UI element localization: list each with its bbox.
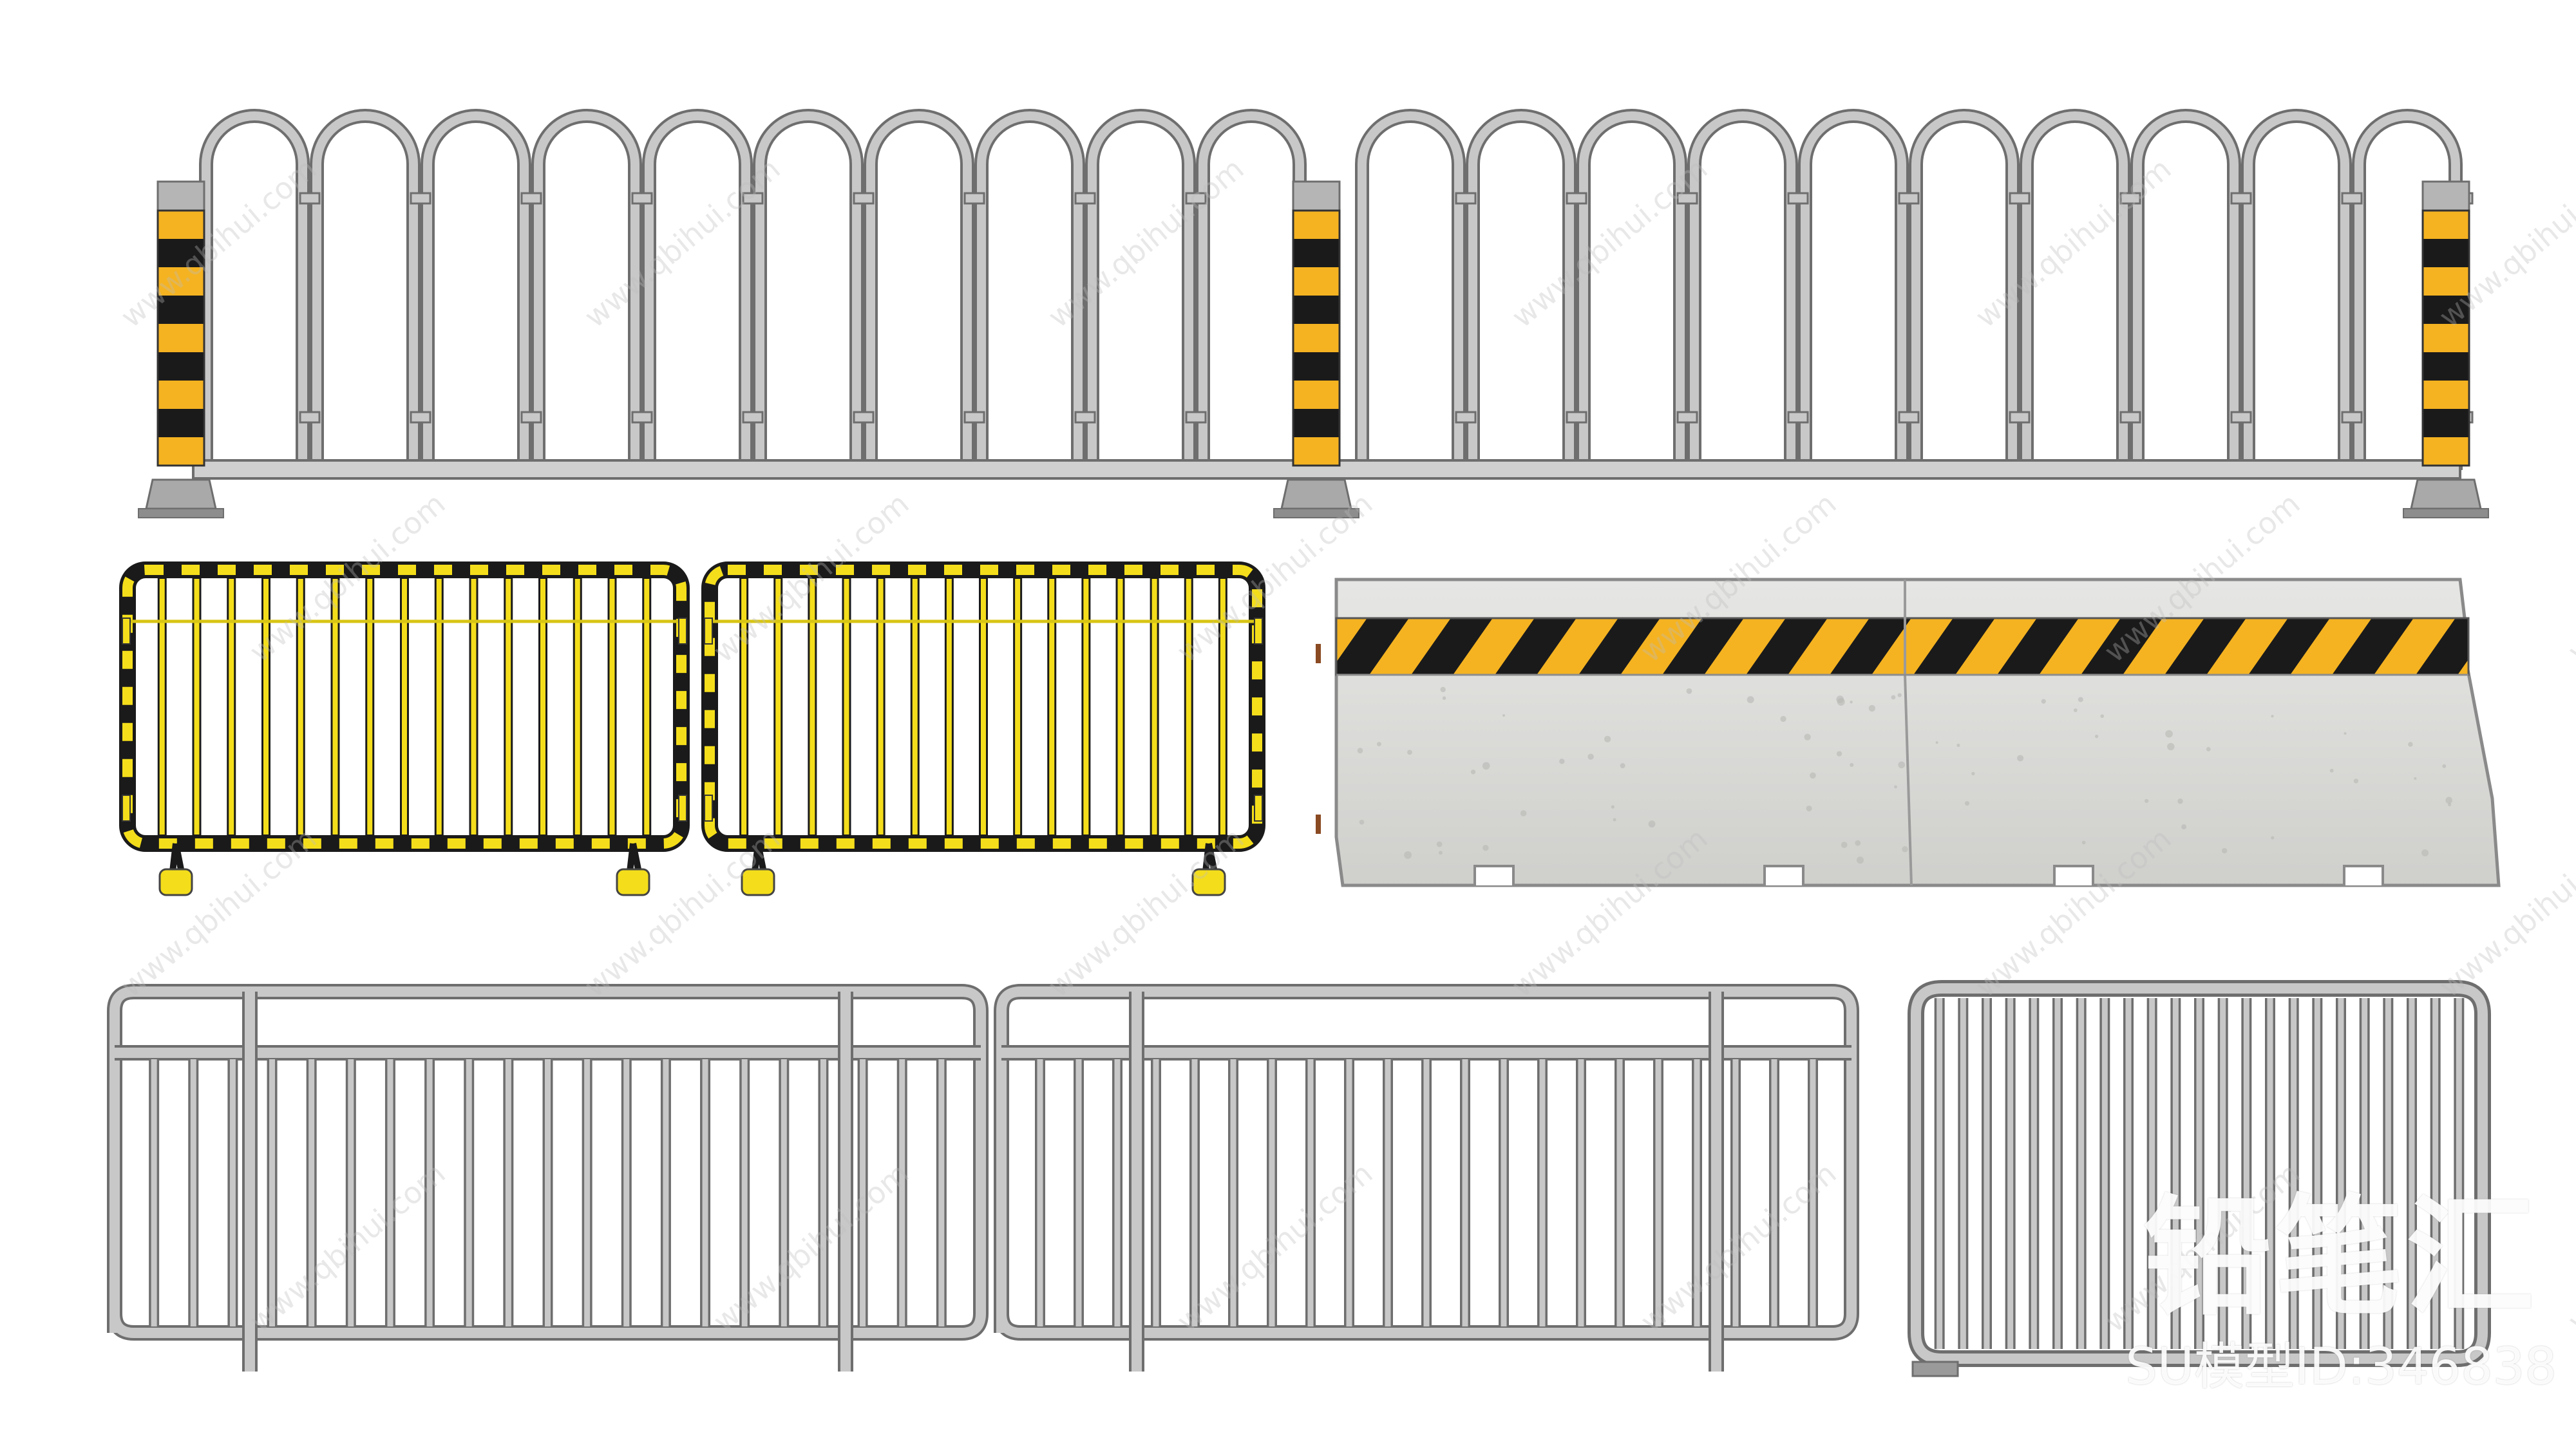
- gray-steel-crowd-barrier: [1908, 980, 2491, 1377]
- watermark-brand: 铅笔汇: [2143, 1183, 2537, 1333]
- arched-railing: [138, 109, 2489, 518]
- yellow-black-crowd-barrier: [119, 561, 1265, 896]
- concrete-jersey-barrier: [1316, 578, 2501, 887]
- watermark-model-id: SU模型ID:346838: [2125, 1338, 2557, 1396]
- gray-tube-railing: [107, 984, 1859, 1372]
